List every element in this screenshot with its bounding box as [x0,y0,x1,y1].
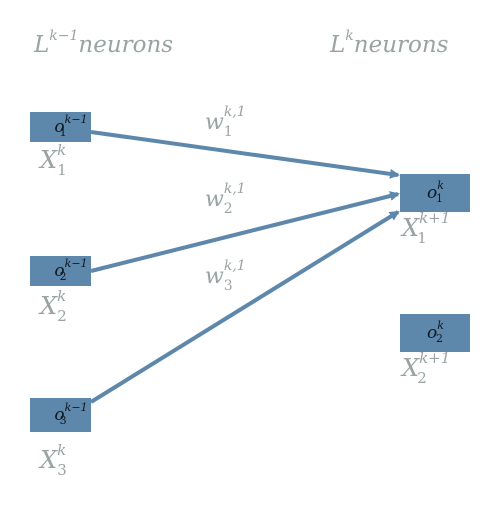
xlabel-right-1: Xk+11 [402,209,451,247]
xlabel-left-3: Xk3 [40,441,67,479]
right-layer-label: Lkneurons [330,28,449,58]
edge-1-to-1 [90,130,400,179]
weight-label-3: wk,13 [205,258,246,294]
edge-3-to-1 [89,210,400,404]
xlabel-right-2: Xk+12 [402,349,451,387]
xlabel-left-2: Xk2 [40,287,67,325]
edge-2-to-1 [90,191,400,273]
left-layer-label: Lk−1neurons [34,28,174,58]
weight-label-2: wk,12 [205,181,246,217]
xlabel-left-1: Xk1 [40,141,67,179]
weight-label-1: wk,11 [205,104,246,140]
